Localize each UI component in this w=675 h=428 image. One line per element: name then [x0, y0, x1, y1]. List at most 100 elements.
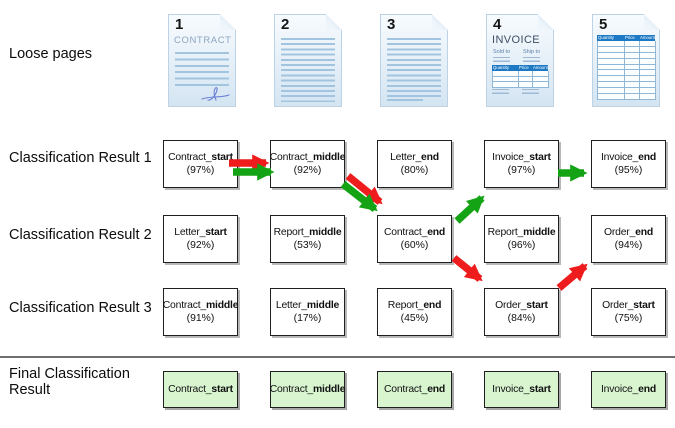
class-prefix: Order_: [602, 299, 634, 311]
class-label: Invoice_end: [601, 152, 656, 164]
class-prefix: Invoice_: [492, 383, 530, 395]
class-label: Invoice_start: [492, 384, 551, 396]
class-label: Order_end: [604, 227, 653, 239]
address-lines: [523, 57, 540, 63]
result-box-r3c3: Report_end (45%): [377, 288, 452, 336]
class-label: Contract_end: [384, 227, 445, 239]
class-prefix: Contract_: [269, 151, 313, 163]
class-prefix: Report_: [387, 299, 424, 311]
page-number: 5: [599, 16, 608, 33]
class-suffix: start: [633, 299, 655, 311]
result-box-r1c4: Invoice_start (97%): [484, 140, 559, 188]
page-number: 2: [281, 16, 290, 33]
confidence-value: (80%): [400, 164, 429, 176]
class-label: Invoice_start: [492, 152, 551, 164]
class-label: Contract_middle: [270, 152, 346, 164]
class-label: Report_end: [387, 299, 442, 312]
col-quantity: Quantity: [598, 35, 615, 40]
page-number: 3: [387, 16, 396, 33]
document-page-5: 5 Quantity Price Amount: [592, 14, 660, 107]
result-box-r2c4: Report_middle (96%): [484, 215, 559, 263]
class-prefix: Report_: [273, 226, 310, 238]
result-box-r2c1: Letter_start (92%): [163, 215, 238, 263]
class-suffix: middle: [205, 299, 239, 311]
class-suffix: end: [427, 226, 446, 238]
class-prefix: Letter_: [275, 299, 307, 311]
confidence-value: (91%): [186, 312, 215, 324]
class-prefix: Contract_: [383, 383, 428, 395]
contract-title: CONTRACT: [174, 35, 232, 46]
class-prefix: Invoice_: [601, 383, 639, 395]
result-box-r3c5: Order_start (75%): [591, 288, 666, 336]
confidence-value: (45%): [400, 312, 429, 324]
class-prefix: Invoice_: [601, 151, 639, 163]
confidence-value: (92%): [293, 164, 322, 176]
class-suffix: middle: [306, 299, 340, 311]
col-price: Price: [519, 65, 529, 70]
ship-to-label: Ship to: [523, 49, 541, 55]
table-grid: [597, 41, 656, 100]
class-prefix: Contract_: [269, 383, 313, 395]
final-box-c3: Contract_end: [377, 371, 452, 408]
footer-lines: [522, 89, 539, 95]
class-suffix: middle: [312, 151, 346, 163]
footer-lines: [492, 89, 509, 95]
class-label: Invoice_end: [601, 384, 656, 396]
class-suffix: start: [205, 226, 227, 238]
text-lines: [281, 38, 335, 102]
sold-to-label: Sold to: [493, 49, 511, 55]
result-box-r1c2: Contract_middle (92%): [270, 140, 345, 188]
class-label: Order_start: [602, 300, 655, 312]
class-suffix: start: [529, 383, 551, 395]
class-prefix: Contract_: [383, 226, 428, 238]
result-box-r1c1: Contract_start (97%): [163, 140, 238, 188]
result-box-r2c5: Order_end (94%): [591, 215, 666, 263]
class-prefix: Contract_: [168, 383, 212, 395]
class-prefix: Order_: [603, 226, 636, 238]
confidence-value: (94%): [614, 239, 643, 251]
confidence-value: (60%): [400, 239, 429, 251]
col-amount: Amount: [640, 35, 655, 40]
signature-icon: [201, 87, 230, 101]
class-label: Report_middle: [488, 227, 556, 239]
class-label: Letter_start: [174, 226, 227, 239]
document-page-4: 4 INVOICE Sold to Ship to Quantity Price…: [486, 14, 554, 107]
col-price: Price: [625, 35, 635, 40]
page-number: 4: [493, 16, 502, 33]
arrow-green-contractend-invoicestart: [454, 195, 485, 224]
result-box-r1c5: Invoice_end (95%): [591, 140, 666, 188]
text-lines: [387, 38, 441, 97]
class-prefix: Letter_: [174, 226, 206, 238]
arrow-green-contractmiddle-contractend: [340, 181, 378, 212]
class-label: Order_start: [495, 300, 548, 312]
confidence-value: (84%): [507, 312, 536, 324]
class-label: Contract_end: [384, 384, 445, 396]
arrow-red-orderstart-orderend: [556, 263, 588, 291]
arrow-red-contractend-orderstart: [451, 255, 483, 282]
class-suffix: middle: [523, 226, 556, 238]
class-label: Contract_start: [168, 152, 233, 164]
invoice-title: INVOICE: [492, 34, 541, 46]
result-box-r3c4: Order_start (84%): [484, 288, 559, 336]
separator-line: [0, 356, 675, 359]
final-box-c1: Contract_start: [163, 371, 238, 408]
result-box-r1c3: Letter_end (80%): [377, 140, 452, 188]
class-prefix: Report_: [487, 226, 524, 238]
text-lines: [175, 52, 229, 87]
class-label: Letter_middle: [276, 300, 339, 312]
class-suffix: start: [211, 151, 233, 163]
confidence-value: (53%): [293, 239, 322, 251]
document-page-2: 2: [274, 14, 342, 107]
col-amount: Amount: [533, 65, 548, 70]
class-suffix: middle: [309, 226, 342, 238]
loose-pages-label: Loose pages: [9, 46, 93, 62]
confidence-value: (92%): [186, 239, 215, 251]
invoice-table-header: Quantity Price Amount: [492, 65, 548, 71]
confidence-value: (97%): [186, 164, 215, 176]
class-suffix: middle: [312, 383, 346, 395]
col-quantity: Quantity: [493, 65, 510, 70]
class-prefix: Order_: [495, 299, 527, 311]
classification-result-1-label: Classification Result 1: [9, 150, 152, 166]
class-suffix: end: [423, 299, 442, 311]
